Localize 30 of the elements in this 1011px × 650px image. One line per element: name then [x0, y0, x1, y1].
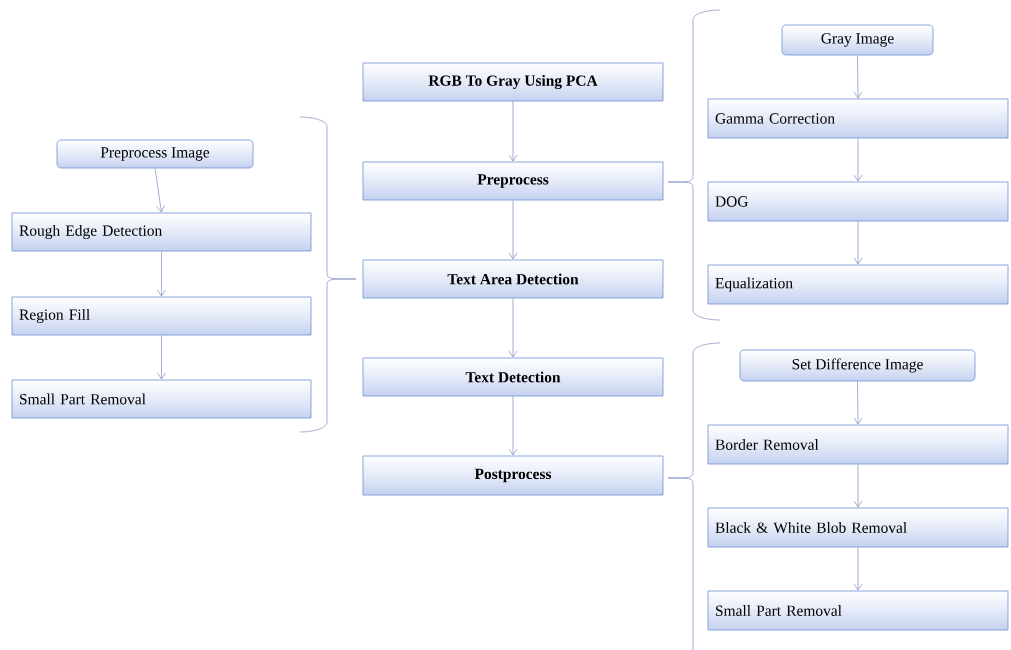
arrow [157, 251, 166, 297]
arrow [853, 55, 863, 99]
arrow [508, 396, 518, 456]
arrow [853, 547, 863, 591]
arrow [157, 335, 166, 380]
step-box: Small Part Removal [707, 590, 1009, 631]
process-box: Preprocess [362, 161, 664, 201]
process-box: Text Detection [362, 357, 664, 397]
arrow [154, 168, 165, 213]
input-box: Set Difference Image [739, 349, 976, 382]
process-box: RGB To Gray Using PCA [362, 62, 664, 102]
arrow [508, 298, 518, 358]
step-box: Border Removal [707, 424, 1009, 465]
arrow [508, 200, 518, 260]
step-box: DOG [707, 181, 1009, 222]
arrow [853, 464, 863, 508]
process-box: Postprocess [362, 455, 664, 496]
arrow [508, 101, 518, 162]
process-box: Text Area Detection [362, 259, 664, 299]
step-box: Small Part Removal [11, 379, 312, 419]
arrow [853, 138, 863, 182]
step-box: Region Fill [11, 296, 312, 336]
step-box: Black & White Blob Removal [707, 507, 1009, 548]
step-box: Gamma Correction [707, 98, 1009, 139]
input-box: Gray Image [781, 24, 934, 56]
step-box: Equalization [707, 264, 1009, 305]
input-box: Preprocess Image [56, 139, 254, 169]
arrow [853, 381, 863, 425]
step-box: Rough Edge Detection [11, 212, 312, 252]
arrow [853, 221, 863, 265]
